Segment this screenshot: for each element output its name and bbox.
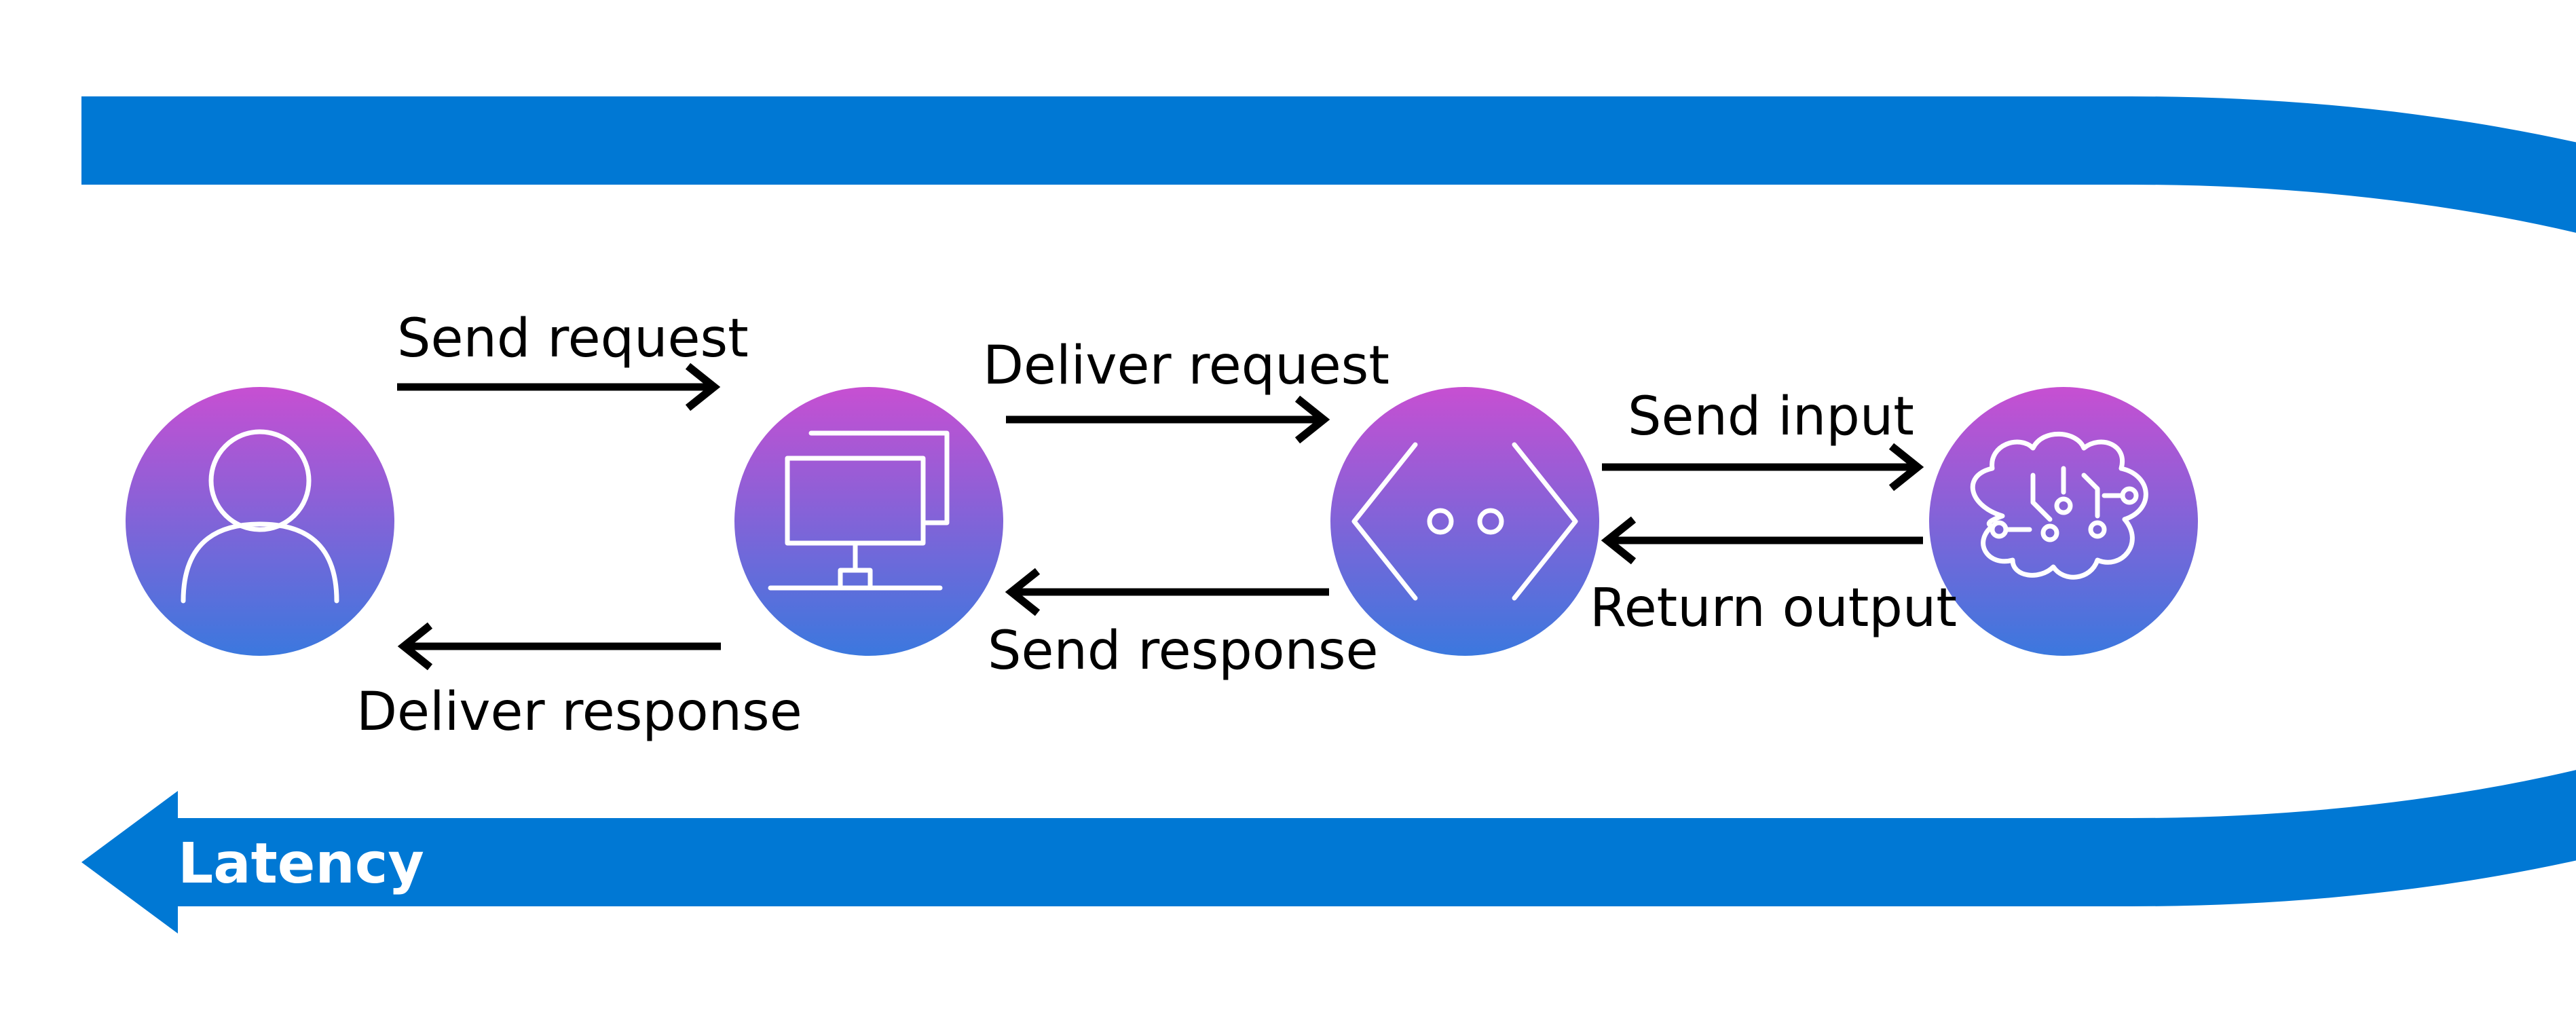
user-node — [126, 387, 394, 656]
send-input-label: Send input — [1628, 386, 1914, 447]
deliver-response-label: Deliver response — [356, 682, 802, 743]
deliver-request-label: Deliver request — [983, 335, 1389, 396]
send-request-label: Send request — [397, 308, 749, 369]
api-code-icon — [1351, 442, 1578, 601]
user-icon — [181, 429, 339, 604]
ai-model-node — [1929, 387, 2198, 656]
latency-arrowhead — [81, 791, 178, 933]
return-output-label: Return output — [1590, 578, 1957, 639]
latency-band — [81, 96, 2576, 906]
latency-label: Latency — [178, 832, 424, 896]
web-app-node — [734, 387, 1003, 656]
ai-brain-icon — [1970, 431, 2148, 580]
api-node — [1330, 387, 1599, 656]
send-response-label: Send response — [988, 621, 1379, 682]
web-app-icon — [768, 430, 950, 591]
